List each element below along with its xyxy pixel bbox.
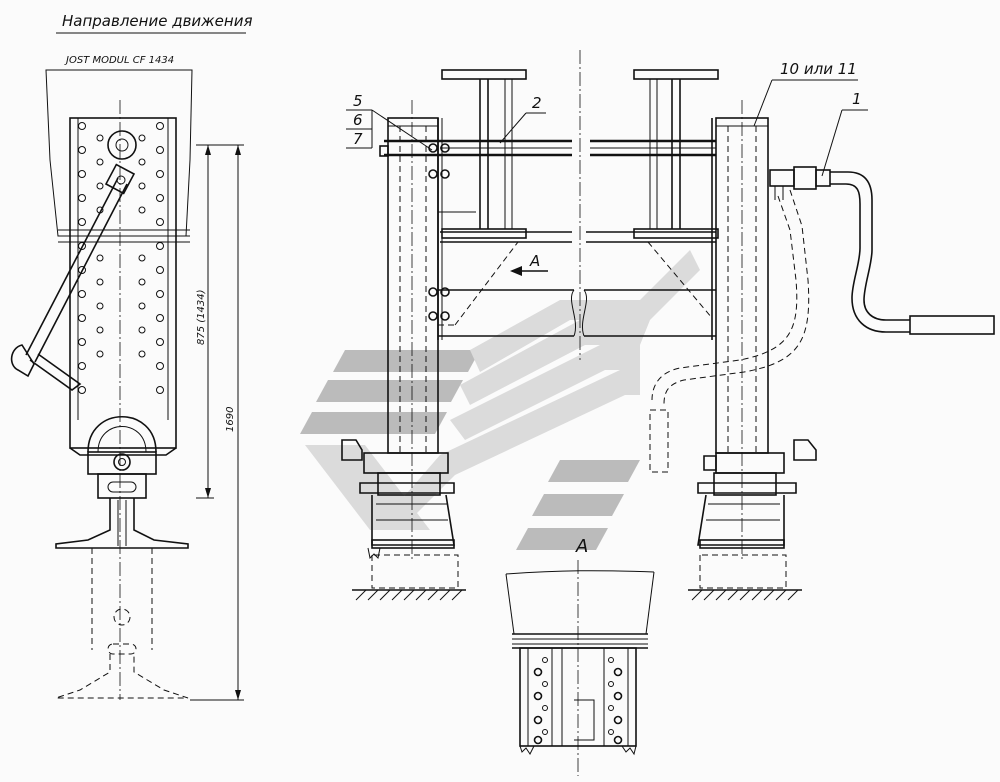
callout-5-label: 5 (353, 92, 363, 110)
front-view-left-leg (341, 69, 576, 601)
crank-handle-side (10, 163, 136, 391)
extended-position-dashed (55, 548, 189, 699)
ground-hatch-right (691, 589, 799, 601)
callout-7-label: 7 (353, 130, 363, 148)
view-a-title: A (575, 536, 588, 557)
crank-handle-front (649, 166, 995, 473)
view-a-arrow: A (510, 252, 548, 276)
callout-5-6-7: 5 6 7 (346, 92, 433, 151)
direction-label: Направление движения (62, 12, 252, 30)
dimension-875: 875 (1434) (196, 144, 214, 499)
dim-875-label: 875 (1434) (196, 289, 207, 345)
callout-10-11-label: 10 или 11 (780, 60, 857, 78)
foot-assembly-side (55, 416, 189, 549)
view-a-arrow-label: A (529, 252, 540, 270)
side-view-landing-leg: 875 (1434) 1690 (10, 69, 244, 701)
front-view-right-leg (582, 69, 817, 601)
callout-6-label: 6 (353, 111, 363, 129)
callout-1: 1 (821, 90, 868, 177)
detail-a-holes (533, 657, 623, 745)
dimension-1690: 1690 (190, 144, 244, 701)
detail-view-a: A (505, 536, 655, 776)
watermark-logo (300, 250, 700, 550)
model-label: JOST MODUL CF 1434 (64, 55, 174, 66)
callout-2: 2 (499, 94, 546, 144)
dim-1690-label: 1690 (225, 407, 236, 432)
bolt-holes-right (138, 122, 164, 394)
callout-1-label: 1 (852, 90, 862, 108)
callout-2-label: 2 (532, 94, 542, 112)
bolt-holes-left (78, 122, 104, 394)
callout-10-11: 10 или 11 (753, 60, 858, 127)
ground-hatch-left (355, 589, 463, 601)
